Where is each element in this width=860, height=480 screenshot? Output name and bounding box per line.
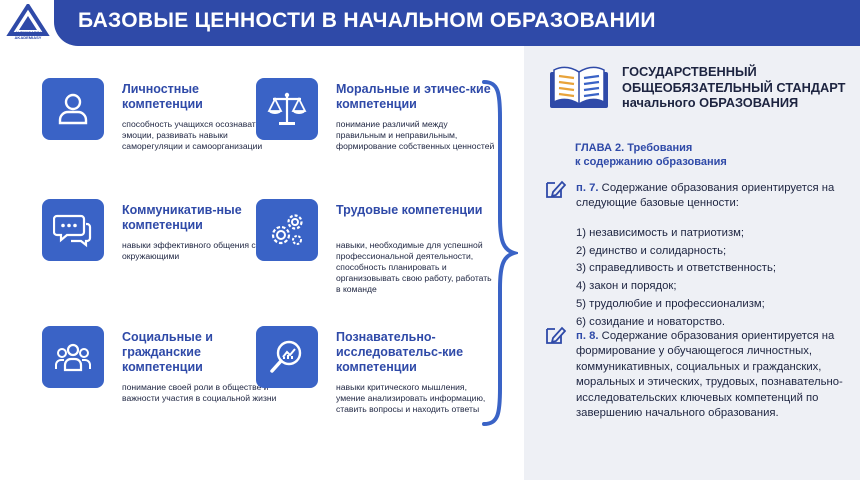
p7-text: Содержание образования ориентируется на … [576,182,835,210]
header-bar [54,0,860,46]
p7-label: п. 7. [576,182,599,194]
card-title: Трудовые компетенции [336,203,483,217]
p8-text: Содержание образования ориентируется на … [576,330,843,420]
standard-panel [524,46,860,480]
card-desc: способность учащихся осознавать свои эмо… [122,119,281,151]
book-icon [550,66,608,108]
triangle-a-logo-icon [6,4,50,36]
magnifier-chart-icon [270,340,302,373]
paragraph-7: п. 7. Содержание образования ориентирует… [576,181,852,212]
card-desc: понимание своей роли в обществе и важнос… [122,382,277,403]
list-item: 4) закон и порядок; [576,280,677,293]
edit-pencil-icon [546,326,566,344]
list-item: 2) единство и солидарность; [576,244,727,257]
list-item: 1) независимость и патриотизм; [576,227,745,239]
paragraph-8: п. 8. Содержание образования ориентирует… [576,329,852,421]
icon-box [256,78,318,140]
card-desc: понимание различий между правильным и не… [336,119,495,151]
card-title: Личностные компетенции [122,82,203,111]
list-item: 6) созидание и новаторство. [576,315,726,328]
logo-line2: AKADEMIASY [14,34,42,40]
card-title: Коммуникатив-ные компетенции [122,203,242,232]
icon-box [256,326,318,388]
chat-icon [53,214,92,248]
list-item: 3) справедливость и ответственность; [576,262,776,275]
icon-box [42,326,104,388]
card-title: Познавательно-исследовательс-кие компете… [336,330,464,374]
page-title: БАЗОВЫЕ ЦЕННОСТИ В НАЧАЛЬНОМ ОБРАЗОВАНИИ [78,9,656,32]
person-icon [58,93,88,125]
values-list: 1) независимость и патриотизм; 2) единст… [576,225,852,331]
icon-box [42,78,104,140]
card-title: Социальные и гражданские компетенции [122,330,213,374]
standard-title: ГОСУДАРСТВЕННЫЙ ОБЩЕОБЯЗАТЕЛЬНЫЙ СТАНДАР… [622,64,846,111]
p8-label: п. 8. [576,330,599,342]
scales-icon [267,92,307,125]
people-group-icon [55,343,91,372]
card-desc: навыки критического мышления, умение ана… [336,382,486,414]
icon-box [256,199,318,261]
chapter-line2: к содержанию образования [575,156,727,168]
curly-brace-icon [482,80,518,426]
card-title: Моральные и этичес-кие компетенции [336,82,491,111]
gears-icon [271,214,303,245]
header: БАЗОВЫЕ ЦЕННОСТИ В НАЧАЛЬНОМ ОБРАЗОВАНИИ… [0,0,860,46]
card-desc: навыки эффективного общения с окружающим… [122,240,256,261]
edit-pencil-icon [546,180,566,198]
chapter-heading: ГЛАВА 2. Требования к содержанию образов… [575,141,727,169]
icon-box [42,199,104,261]
card-desc: навыки, необходимые для успешной професс… [336,240,492,294]
logo-line1: ALTYNSARIN [15,30,41,35]
logo-text: ALTYNSARIN AKADEMIASY [2,30,54,40]
chapter-line1: ГЛАВА 2. Требования [575,142,693,154]
list-item: 5) трудолюбие и профессионализм; [576,297,765,310]
